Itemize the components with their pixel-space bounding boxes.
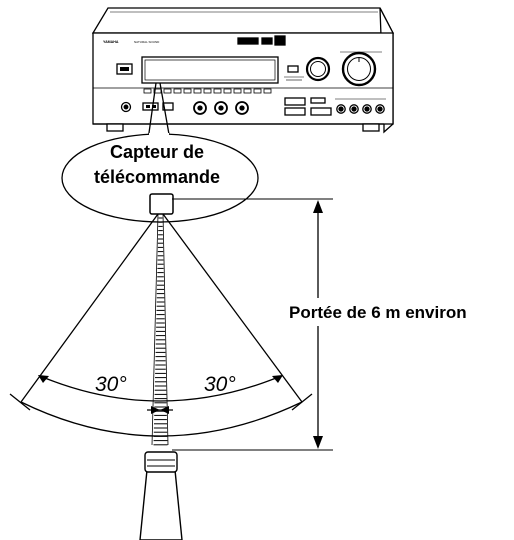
remote-head	[144, 451, 178, 473]
angle-left-label: 30°	[95, 373, 127, 396]
reception-cone	[9, 213, 313, 446]
cone-right-edge	[162, 213, 303, 403]
receiver-brand-text: YAMAHA	[103, 40, 119, 44]
receiver-display	[141, 56, 279, 84]
cone-left-edge	[20, 213, 159, 403]
receiver-small-button	[287, 65, 299, 73]
thx-badge	[274, 35, 286, 46]
beam-centre-dashes	[153, 217, 168, 446]
sensor-label: Capteur de télécommande	[76, 140, 238, 190]
sensor-callout	[61, 82, 259, 223]
range-label: Portée de 6 m environ	[289, 303, 467, 322]
receiver-model-text: NATURAL SOUND	[134, 40, 160, 44]
angle-right-label: 30°	[204, 373, 236, 396]
dolby-badge	[237, 37, 259, 45]
angle-arc	[39, 375, 282, 402]
sensor-label-line2: télécommande	[93, 167, 221, 187]
remote-control	[139, 451, 183, 540]
remote-sensor	[149, 193, 174, 215]
tuning-buttons	[284, 97, 306, 106]
sensor-label-line1: Capteur de	[109, 142, 205, 162]
receiver-button-row	[143, 88, 272, 94]
av-receiver: YAMAHA NATURAL SOUND	[91, 7, 395, 134]
range-dimension	[172, 198, 333, 451]
dts-badge	[261, 37, 273, 45]
speaker-buttons	[142, 102, 159, 111]
